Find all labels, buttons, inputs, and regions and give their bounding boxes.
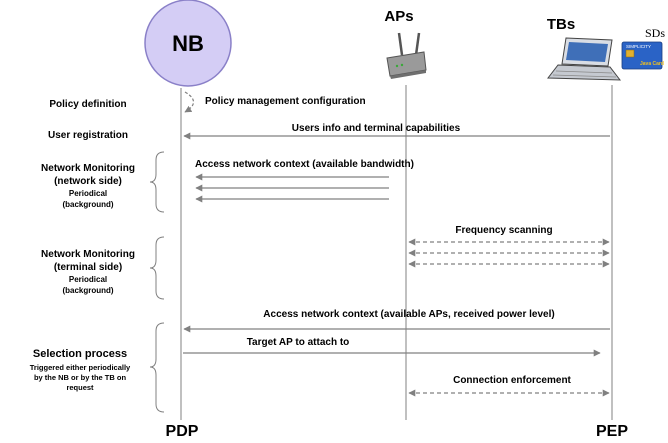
svg-text:Triggered either periodically: Triggered either periodically [30, 363, 131, 372]
msg-policy-mgmt: Policy management configuration [205, 96, 366, 107]
phase-network-monitoring-terminal: Network Monitoring (terminal side) Perio… [41, 249, 135, 295]
nb-label: NB [172, 31, 204, 56]
phase-policy-definition: Policy definition [49, 99, 126, 110]
phase-selection-process: Selection process Triggered either perio… [30, 348, 131, 392]
phase-user-registration: User registration [48, 130, 128, 141]
smartcard-top-text: SIMPLICITY [626, 44, 651, 49]
msg-access-aps: Access network context (available APs, r… [263, 309, 554, 320]
nb-circle [144, 0, 232, 87]
svg-text:(background): (background) [62, 200, 113, 209]
svg-text:request: request [66, 383, 94, 392]
svg-text:(background): (background) [62, 286, 113, 295]
tbs-actor: TBs SDs SIMPLICITY Java Card [547, 16, 665, 81]
access-point-icon [386, 32, 427, 79]
tbs-label: TBs [547, 16, 575, 33]
smartcard-bottom-text: Java Card [640, 61, 664, 67]
svg-text:Network Monitoring: Network Monitoring [41, 163, 135, 174]
msg-target-ap: Target AP to attach to [247, 337, 350, 348]
svg-text:Periodical: Periodical [69, 189, 107, 198]
sds-label: SDs [645, 26, 665, 40]
smartcard-icon: SIMPLICITY Java Card [621, 41, 664, 70]
svg-text:Selection process: Selection process [33, 348, 127, 360]
msg-users-info: Users info and terminal capabilities [292, 123, 461, 134]
role-pep: PEP [596, 423, 628, 440]
brace-selection [149, 322, 165, 413]
nb-actor: NB [144, 0, 232, 87]
svg-text:(terminal side): (terminal side) [54, 262, 122, 273]
policy-mgmt-loop-arrow [184, 91, 195, 113]
aps-label: APs [384, 8, 413, 25]
svg-text:by the NB or by the TB on: by the NB or by the TB on [34, 373, 127, 382]
brace-terminal-side [149, 236, 165, 300]
brace-network-side [149, 151, 165, 213]
svg-text:(network side): (network side) [54, 176, 122, 187]
msg-connection-enforcement: Connection enforcement [453, 375, 571, 386]
svg-text:Periodical: Periodical [69, 275, 107, 284]
msg-frequency-scanning: Frequency scanning [455, 225, 552, 236]
role-pdp: PDP [166, 423, 199, 440]
phase-network-monitoring-network: Network Monitoring (network side) Period… [41, 163, 135, 209]
svg-text:Network Monitoring: Network Monitoring [41, 249, 135, 260]
laptop-icon [547, 37, 622, 81]
aps-actor: APs [384, 8, 427, 79]
msg-access-bandwidth: Access network context (available bandwi… [195, 159, 414, 170]
